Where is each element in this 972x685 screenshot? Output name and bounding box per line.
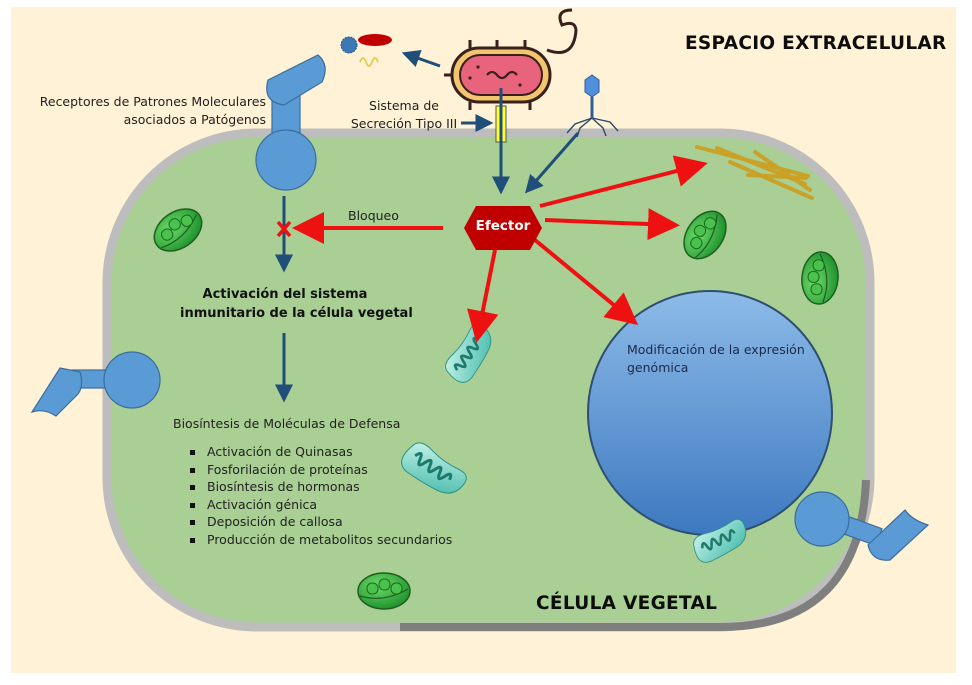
list-item: Activación génica	[188, 496, 452, 514]
prr-label-line2: asociados a Patógenos	[123, 112, 266, 127]
extracellular-space-title: ESPACIO EXTRACELULAR	[685, 33, 947, 54]
t3ss-label: Sistema de Secreción Tipo III	[350, 97, 458, 133]
nucleus-label-line2: genómica	[627, 360, 689, 375]
defense-molecules-title: Biosíntesis de Moléculas de Defensa	[173, 416, 401, 431]
effector-arrows-red	[292, 155, 708, 343]
immune-activation-label: Activación del sistema inmunitario de la…	[180, 285, 413, 323]
block-label: Bloqueo	[348, 208, 399, 223]
t3ss-label-line2: Secreción Tipo III	[350, 116, 458, 131]
prr-label: Receptores de Patrones Moleculares asoci…	[40, 93, 266, 129]
cytoskeleton-fibers	[695, 145, 814, 200]
list-item: Biosíntesis de hormonas	[188, 478, 452, 496]
cell-wall-shadow	[400, 479, 870, 631]
immune-activation-line1: Activación del sistema	[202, 287, 368, 302]
plant-cell-title: CÉLULA VEGETAL	[536, 593, 718, 614]
pattern-recognition-receptor-left	[30, 351, 161, 417]
list-item: Producción de metabolitos secundarios	[188, 531, 452, 549]
pattern-recognition-receptor-top	[255, 54, 326, 191]
defense-responses-list: Activación de Quinasas Fosforilación de …	[188, 443, 452, 549]
signal-arrows-blue	[275, 50, 580, 403]
chloroplast	[357, 572, 411, 610]
effector-label: Efector	[475, 218, 531, 234]
nucleus-label: Modificación de la expresión genómica	[627, 341, 805, 377]
effector-hexagon	[464, 206, 542, 250]
list-item: Deposición de callosa	[188, 513, 452, 531]
block-x-icon	[276, 220, 292, 238]
immune-activation-line2: inmunitario de la célula vegetal	[180, 306, 413, 321]
bacterium-icon	[444, 8, 578, 110]
nucleus-label-line1: Modificación de la expresión	[627, 342, 805, 357]
t3ss-label-line1: Sistema de	[369, 98, 439, 113]
list-item: Activación de Quinasas	[188, 443, 452, 461]
pattern-recognition-receptor-right	[794, 491, 930, 561]
nucleus	[587, 290, 833, 536]
pamp-molecules	[340, 34, 392, 67]
prr-label-line1: Receptores de Patrones Moleculares	[39, 94, 266, 109]
list-item: Fosforilación de proteínas	[188, 461, 452, 479]
